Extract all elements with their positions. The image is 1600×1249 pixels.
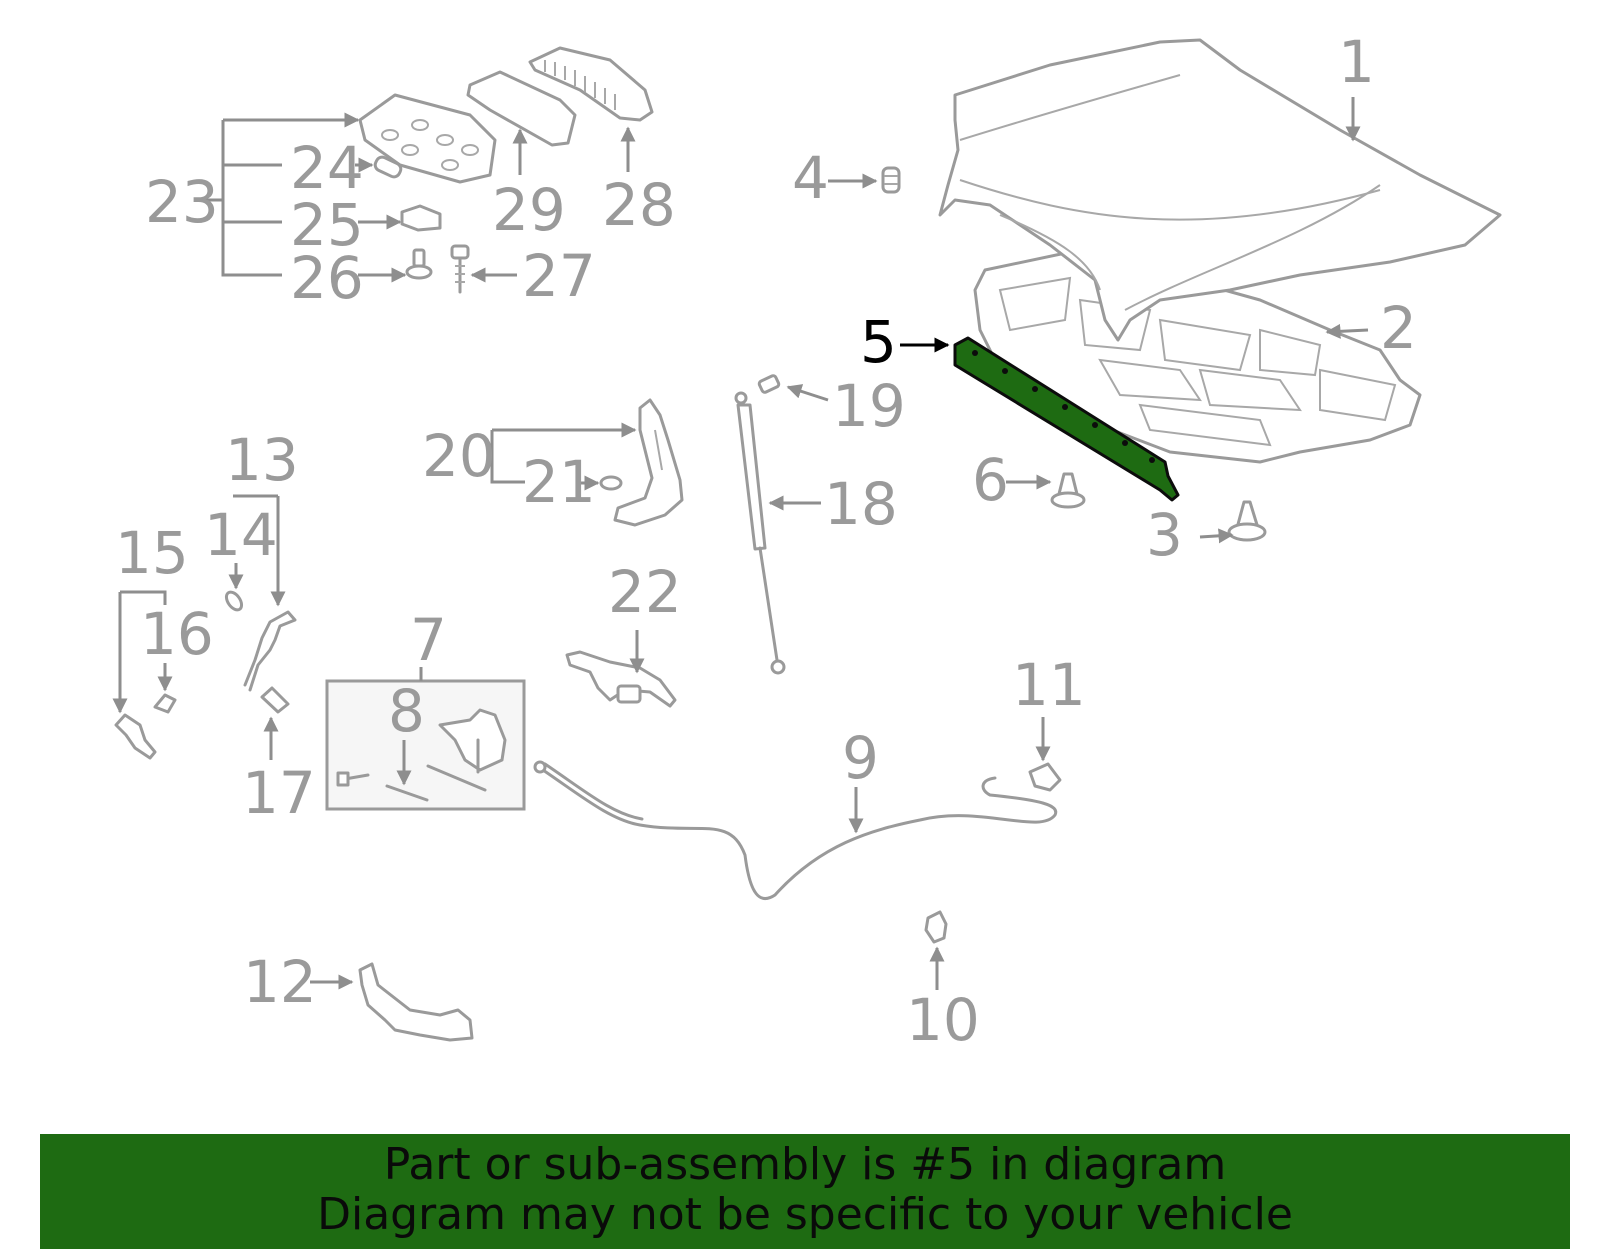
callout-21: 21 [522,448,596,516]
hood-seal-part-5[interactable] [953,336,1180,502]
callout-2: 2 [1380,294,1417,362]
hood-cushion [881,166,901,194]
info-banner: Part or sub-assembly is #5 in diagram Di… [40,1134,1570,1249]
callout-11: 11 [1012,651,1086,719]
callout-23: 23 [145,168,219,236]
washer-21 [599,475,623,491]
bolt-16 [153,693,177,714]
callout-4: 4 [792,144,829,212]
callout-17: 17 [242,759,316,827]
callout-20: 20 [422,422,496,490]
callout-14: 14 [204,501,278,569]
callout-19: 19 [832,372,906,440]
callout-9: 9 [842,724,879,792]
clip-3 [1227,500,1267,542]
lock-rod [243,610,297,692]
callout-12: 12 [243,948,317,1016]
callout-6: 6 [972,446,1009,514]
screw-27 [450,244,470,294]
banner-line-part: Part or sub-assembly is #5 in diagram [383,1139,1227,1190]
latch-assembly-box [325,679,526,811]
banner-line-disclaimer: Diagram may not be specific to your vehi… [317,1189,1293,1240]
clip-6 [1050,472,1086,509]
callout-22: 22 [608,558,682,626]
callout-26: 26 [290,244,364,312]
callout-29: 29 [492,176,566,244]
hood-panel [938,38,1502,342]
callout-1: 1 [1338,28,1375,96]
callout-24: 24 [290,134,364,202]
callout-28: 28 [602,171,676,239]
release-cable [533,760,1058,901]
grommet-24 [373,155,403,179]
hood-scoop [528,46,654,122]
hood-hinge [613,398,684,527]
cable-clamp [1028,762,1062,792]
callout-7: 7 [410,606,447,674]
callout-3: 3 [1146,501,1183,569]
callout-labels: 1 2 3 4 5 6 7 8 9 10 11 12 13 14 15 16 1… [115,28,1417,1054]
callout-15: 15 [115,519,189,587]
callout-8: 8 [388,677,425,745]
bolt-26 [405,248,433,280]
callout-13: 13 [225,426,299,494]
hood-support-strut [734,391,786,675]
cushion-17 [260,686,290,714]
striker-15 [114,713,157,760]
lock-support [358,962,474,1042]
hood-scoop-bezel [358,93,497,184]
hood-scoop-insert [466,70,577,147]
callout-16: 16 [140,600,214,668]
callout-25: 25 [290,191,364,259]
release-handle [565,650,677,708]
callout-5[interactable]: 5 [860,308,897,376]
callout-27: 27 [522,242,596,310]
ball-stud-19 [757,374,781,394]
rod-clip-14 [224,590,244,612]
callout-18: 18 [824,470,898,538]
leader-lines [112,97,1369,990]
clip-10 [924,910,948,944]
callout-10: 10 [906,986,980,1054]
bracket-25 [400,204,442,232]
